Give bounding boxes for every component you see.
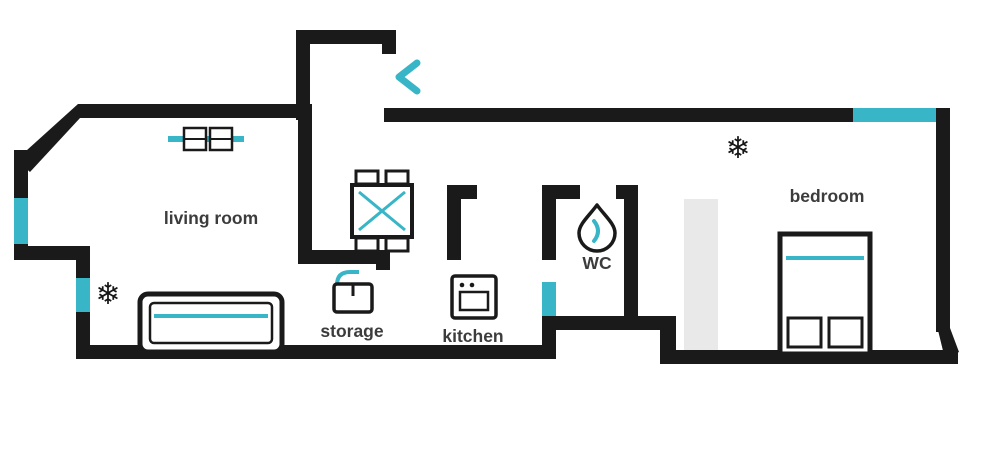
- wall-left-step: [14, 246, 90, 260]
- wall-entry-notch-top: [296, 30, 396, 44]
- wall-lower-left-bottom: [76, 312, 90, 359]
- snowflake-icon: ❄: [725, 131, 750, 166]
- storage-box-icon: [332, 270, 374, 314]
- room-label-kitchen: kitchen: [442, 326, 503, 346]
- wall-right: [936, 108, 950, 332]
- oven-icon: [450, 274, 498, 320]
- wall-bottom-bedroom: [660, 350, 958, 364]
- dining-table-icon: [350, 169, 414, 253]
- water-drop-icon: [577, 203, 617, 253]
- window-top-right: [853, 108, 938, 122]
- chair: [354, 169, 380, 186]
- oven-knob: [469, 282, 475, 288]
- sofa-outline: [137, 291, 285, 355]
- wall-kitchen-wc-divider-bottom: [542, 316, 556, 359]
- shaft-area: [684, 199, 718, 352]
- bed-pillow: [827, 316, 864, 349]
- oven-outline: [450, 274, 498, 320]
- room-label-storage: storage: [320, 321, 383, 341]
- sofa-inner: [148, 301, 274, 345]
- room-label-bedroom: bedroom: [790, 186, 865, 206]
- double-bed-icon: [777, 231, 873, 357]
- chevron-left-icon: [395, 59, 421, 95]
- wall-living-dining-divider: [298, 118, 312, 264]
- interior-walls: [298, 118, 638, 359]
- oven-knob: [459, 282, 465, 288]
- wall-kitchen-west: [447, 185, 461, 260]
- chair: [354, 236, 380, 253]
- wall-top-right: [384, 108, 854, 122]
- room-label-living-room: living room: [164, 208, 258, 228]
- door-kitchen: [542, 282, 556, 316]
- window-lower-left: [76, 278, 90, 312]
- oven-door: [458, 290, 490, 312]
- wall-wc-east: [624, 185, 638, 330]
- wall-top-left-diagonal: [16, 104, 93, 172]
- wall-kitchen-wc-divider: [542, 185, 556, 260]
- wall-entry-notch-right-stub: [382, 30, 396, 54]
- radiator-icon: [168, 126, 244, 152]
- window-left: [14, 198, 28, 244]
- wall-wc-bottom: [542, 316, 676, 330]
- sofa-icon: [137, 291, 285, 355]
- wall-dining-south-nub: [376, 250, 390, 270]
- wall-wc-north-left: [542, 185, 580, 199]
- wall-dining-south: [298, 250, 390, 264]
- wall-left-below-window: [14, 244, 28, 260]
- chair: [384, 169, 410, 186]
- chair: [384, 236, 410, 253]
- snowflake-icon: ❄: [95, 277, 120, 312]
- wall-top-left: [78, 104, 312, 118]
- room-label-wc: WC: [582, 253, 612, 273]
- wall-kitchen-north-stub: [447, 185, 477, 199]
- bed-pillow: [786, 316, 823, 349]
- drop-inner: [592, 219, 600, 243]
- wall-entry-notch-left: [296, 30, 310, 120]
- wall-right-slant: [936, 322, 959, 359]
